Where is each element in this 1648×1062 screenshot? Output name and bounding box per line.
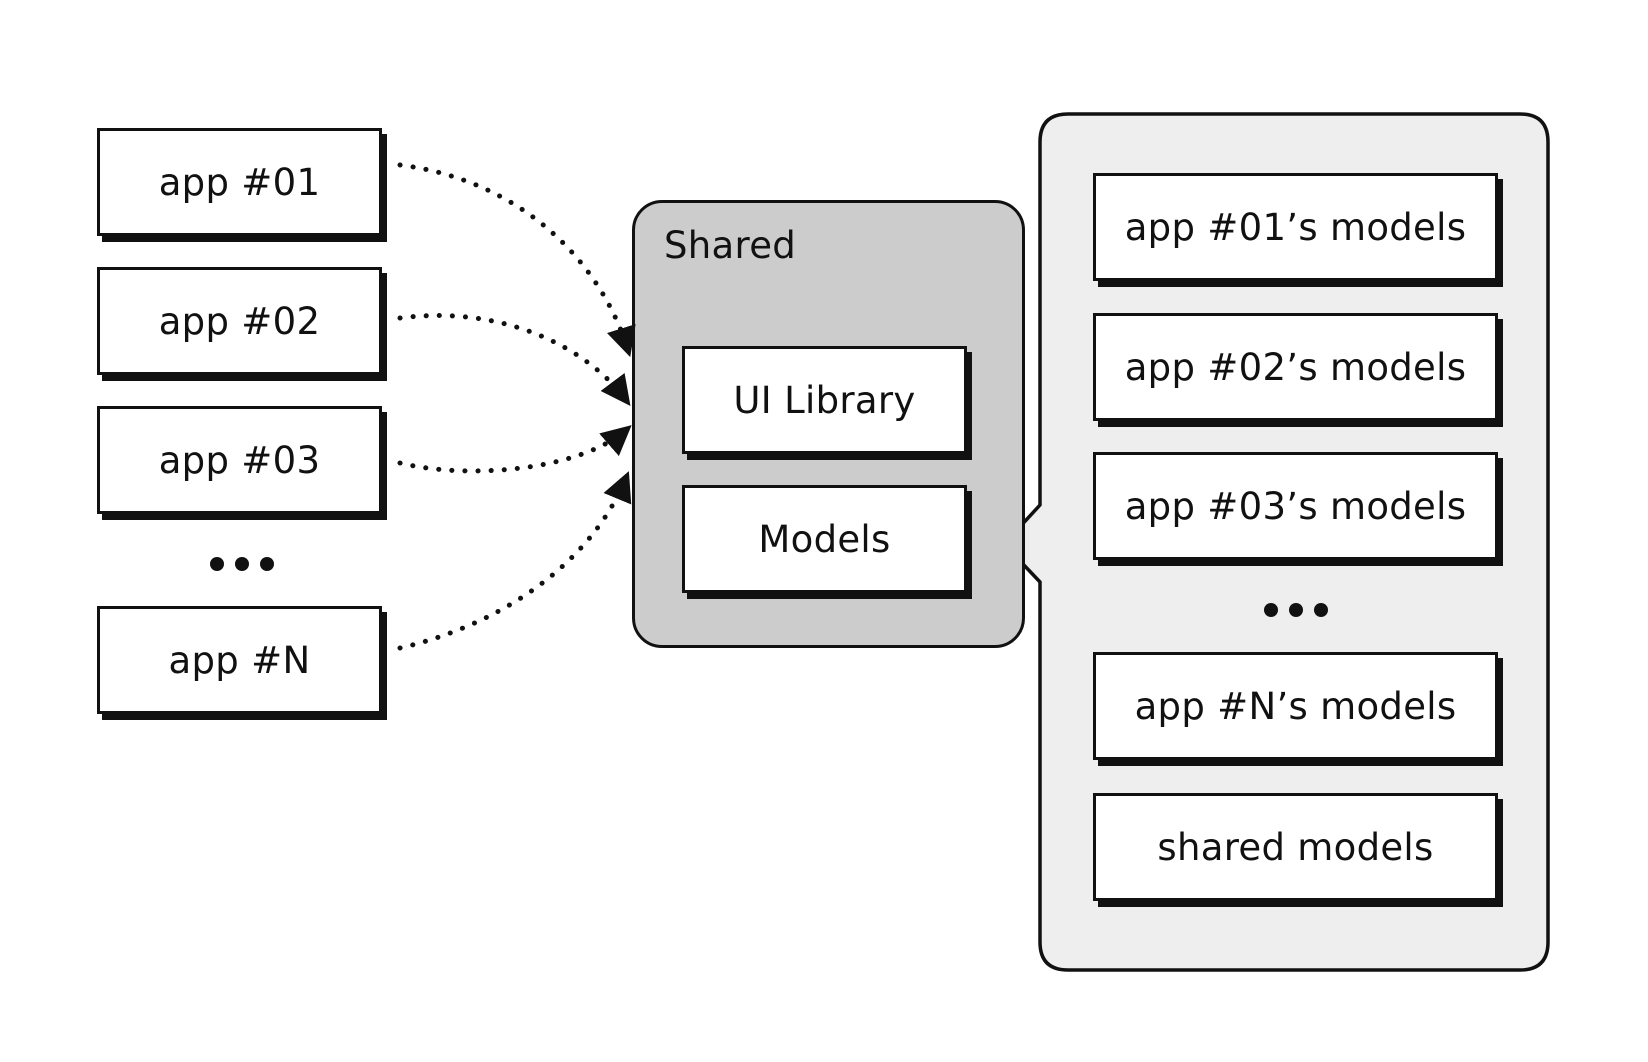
app-n-box: app #N [97,606,382,714]
models-ellipsis-icon [1264,603,1328,617]
app-01-models-box: app #01’s models [1093,173,1498,281]
app-02-models-box: app #02’s models [1093,313,1498,421]
arrow-app-01-to-shared [397,162,636,358]
app-02-box: app #02 [97,267,382,375]
models-box: Models [682,485,967,593]
ui-library-box: UI Library [682,346,967,454]
apps-ellipsis-icon [210,557,274,571]
app-03-box: app #03 [97,406,382,514]
arrow-app-n-to-shared [397,471,632,651]
app-01-box: app #01 [97,128,382,236]
app-n-models-box: app #N’s models [1093,652,1498,760]
arrow-app-02-to-shared [397,313,631,407]
shared-models-box: shared models [1093,793,1498,901]
shared-title: Shared [664,224,797,267]
app-03-models-box: app #03’s models [1093,452,1498,560]
arrow-app-03-to-shared [397,425,632,474]
